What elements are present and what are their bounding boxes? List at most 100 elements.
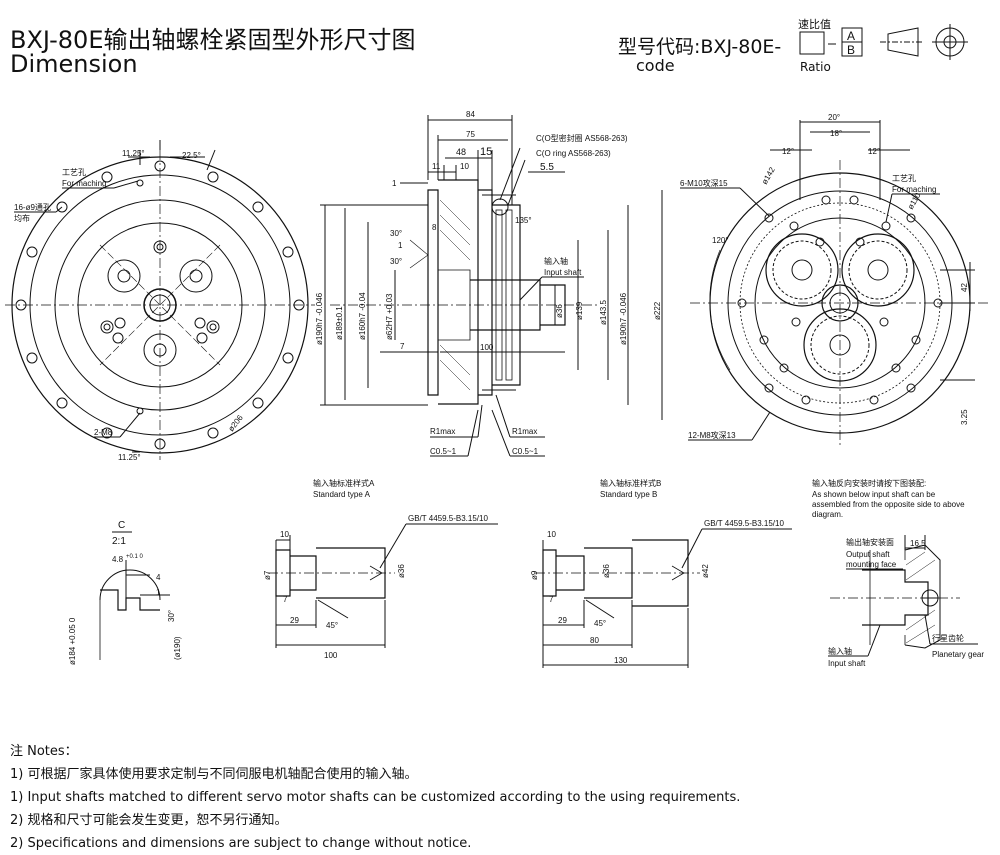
notes-block: 注 Notes： 1) 可根据厂家具体使用要求定制与不同伺服电机轴配合使用的输入…: [10, 740, 740, 855]
rear-d142: ø142: [760, 165, 777, 186]
shaft-b-d42: ø42: [701, 564, 710, 578]
shaft-a-d36: ø36: [397, 564, 406, 578]
side-d190b: ø190h7 -0.046: [619, 292, 628, 345]
shaft-a-gb: GB/T 4459.5-B3.15/10: [408, 514, 488, 523]
ratio-en-label: Ratio: [800, 60, 831, 74]
side-a30a: 30°: [390, 229, 402, 238]
side-d100: 100: [480, 343, 494, 352]
reverse-input-cn: 输入轴: [828, 646, 852, 656]
shaft-a: 输入轴标准样式A Standard type A 10 ø7 ø36 7 29 …: [263, 478, 498, 660]
shaft-a-d7: ø7: [263, 570, 272, 580]
reverse-en3: diagram.: [812, 510, 843, 519]
projection-symbol-icon: [880, 24, 968, 60]
side-input-cn: 输入轴: [544, 256, 568, 266]
rear-process-en: For maching: [892, 185, 936, 194]
front-angle-b: 22.5°: [182, 151, 201, 160]
side-a30b: 30°: [390, 257, 402, 266]
side-d1435: ø143.5: [599, 300, 608, 325]
detail-c-a30: 30°: [167, 610, 176, 622]
shaft-b-d29: 29: [558, 616, 567, 625]
shaft-a-d7b: 7: [283, 595, 288, 604]
shaft-b-d130: 130: [614, 656, 628, 665]
side-d62H7: ø62H7 +0.03: [385, 293, 394, 340]
shaft-b-gb: GB/T 4459.5-B3.15/10: [704, 519, 784, 528]
detail-c: C 2:1 4.8 +0.1 0 4 1 30° ø184 +0.05 0 (ø…: [68, 520, 182, 665]
model-code-en: code: [636, 56, 675, 75]
detail-c-label: C: [118, 520, 125, 531]
shaft-b-d10: 10: [547, 530, 556, 539]
note-2-en: 2) Specifications and dimensions are sub…: [10, 836, 472, 851]
shaft-a-d100: 100: [324, 651, 338, 660]
detail-c-tol48: +0.1 0: [126, 554, 144, 560]
detail-c-scale: 2:1: [112, 536, 126, 547]
shaft-b-d36: ø36: [602, 564, 611, 578]
detail-c-d190: (ø190): [173, 636, 182, 660]
front-holes-cn: 16-ø9通孔: [14, 202, 51, 212]
note-1-cn: 1) 可根据厂家具体使用要求定制与不同伺服电机轴配合使用的输入轴。: [10, 767, 418, 782]
shaft-b-d9: ø9: [530, 570, 539, 580]
ratio-a: A: [847, 29, 855, 43]
side-c05b: C0.5~1: [512, 447, 539, 456]
side-d222: ø222: [653, 301, 662, 320]
reverse-input-en: Input shaft: [828, 659, 866, 668]
rear-d325: 3.25: [960, 409, 969, 425]
rear-a12a: 12°: [782, 147, 794, 156]
side-d190h7: ø190h7 -0.046: [315, 292, 324, 345]
front-angle-c: 11.25°: [118, 453, 141, 462]
shaft-a-title-cn: 输入轴标准样式A: [313, 478, 375, 488]
side-a135: 135°: [515, 216, 532, 225]
note-2-cn: 2) 规格和尺寸可能会发生变更，恕不另行通知。: [10, 813, 288, 828]
reverse-title-cn: 输入轴反向安装时请按下图装配:: [812, 478, 926, 488]
side-r1a: R1max: [430, 427, 455, 436]
side-d36: ø36: [555, 304, 564, 318]
detail-c-d184: ø184 +0.05 0: [68, 617, 77, 665]
bolt-holes: [15, 160, 305, 450]
detail-c-d1: 1: [156, 588, 161, 597]
page-title: BXJ-80E输出轴螺栓紧固型外形尺寸图: [10, 26, 416, 54]
side-d10: 10: [460, 162, 469, 171]
rear-view: 20° 18° 12° 12° 6-M10攻深15 ø142 工艺孔 For m…: [680, 113, 990, 445]
reverse-assembly: 输入轴反向安装时请按下图装配: As shown below input sha…: [812, 478, 984, 668]
side-oring-en: C(O ring AS568-263): [536, 149, 611, 158]
rear-m10: 6-M10攻深15: [680, 178, 728, 188]
reverse-mount-cn: 输出轴安装面: [846, 537, 894, 547]
side-d1b: 1: [398, 241, 403, 250]
side-d15: 15: [480, 146, 492, 158]
front-holes-cn2: 均布: [14, 213, 30, 223]
reverse-en2: assembled from the opposite side to abov…: [812, 500, 965, 509]
notes-title: 注 Notes：: [10, 744, 78, 759]
side-d1: 1: [392, 179, 397, 188]
shaft-b-title-en: Standard type B: [600, 490, 657, 499]
reverse-d165: 16.5: [910, 539, 926, 548]
detail-c-d4: 4: [156, 573, 161, 582]
page-subtitle: Dimension: [10, 50, 138, 78]
rear-a18: 18°: [830, 129, 842, 138]
ratio-empty-box: [799, 31, 825, 55]
reverse-en1: As shown below input shaft can be: [812, 490, 936, 499]
rear-d42: 42: [960, 283, 969, 292]
front-process-cn: 工艺孔: [62, 168, 86, 177]
rear-small-holes: [737, 195, 943, 405]
side-d160h7: ø160h7 -0.04: [358, 292, 367, 340]
front-angle-a: 11.25°: [122, 149, 145, 158]
side-d75: 75: [466, 130, 475, 139]
side-input-en: Input shaft: [544, 268, 582, 277]
detail-c-d48: 4.8: [112, 555, 124, 564]
note-1-en: 1) Input shafts matched to different ser…: [10, 790, 741, 805]
rear-a12b: 12°: [868, 147, 880, 156]
front-dia: ø206: [226, 413, 245, 433]
side-d55: 5.5: [540, 162, 554, 173]
reverse-planet-cn: 行星齿轮: [932, 633, 964, 643]
side-d189: ø189±0.1: [335, 306, 344, 340]
shaft-b-d80: 80: [590, 636, 599, 645]
shaft-b-d7: 7: [549, 595, 554, 604]
side-c05a: C0.5~1: [430, 447, 457, 456]
rear-a20: 20°: [828, 113, 840, 122]
side-d8: 8: [432, 223, 437, 232]
side-view: 84 75 48 15 11 10 5.5 C(O型密封圈 AS568-263)…: [315, 110, 663, 457]
side-d11: 11: [432, 162, 441, 171]
shaft-a-a45: 45°: [326, 621, 338, 630]
side-d139: ø139: [575, 301, 584, 320]
shaft-a-title-en: Standard type A: [313, 490, 371, 499]
